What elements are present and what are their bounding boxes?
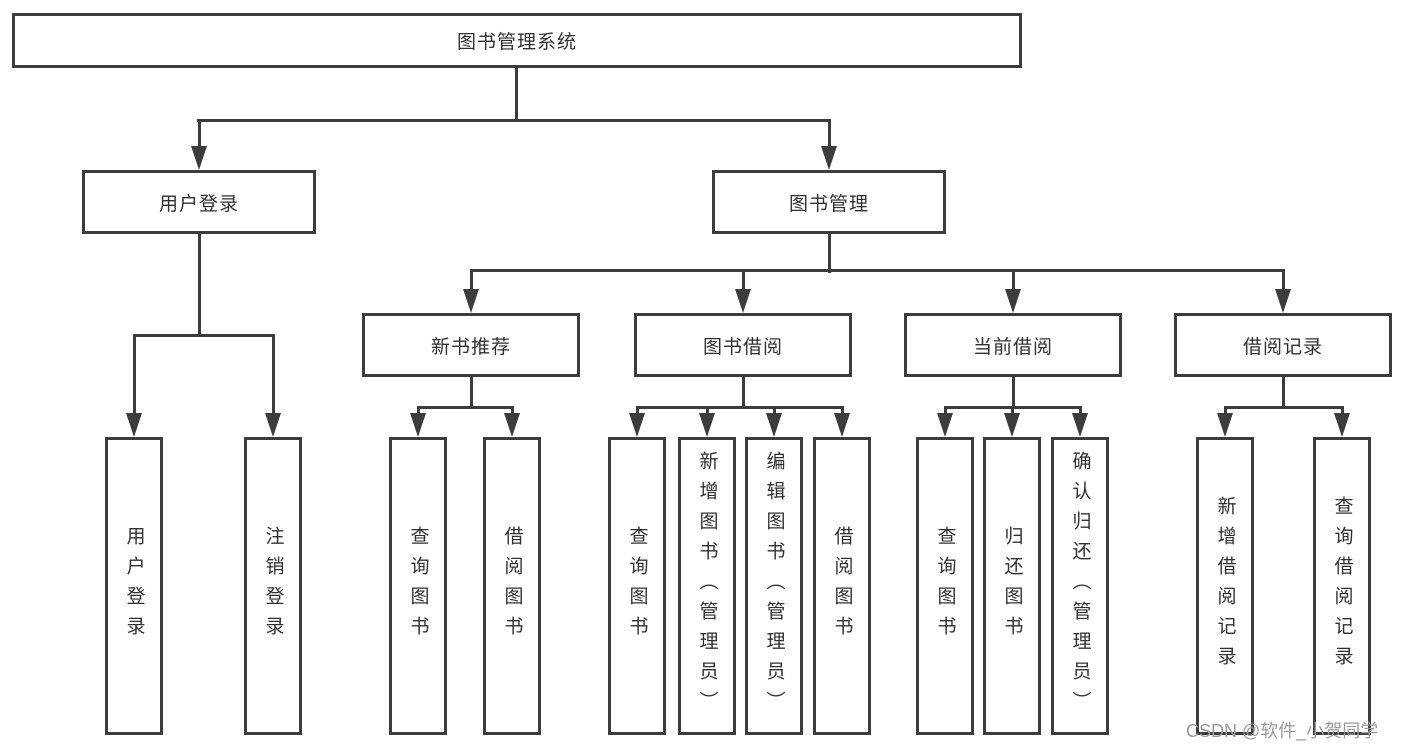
leaf-query-books: 查询图书 — [608, 437, 666, 735]
connector-vline — [1282, 377, 1285, 408]
connector-vline — [470, 377, 473, 408]
arrow-down-icon — [191, 146, 207, 170]
connector-vline — [1341, 406, 1344, 418]
connector-hline — [133, 334, 275, 337]
connector-vline — [198, 233, 201, 337]
connector-vline — [133, 334, 136, 416]
node-label: 借阅记录 — [1242, 336, 1323, 358]
arrow-down-icon — [1072, 413, 1088, 437]
node-label: 图书管理系统 — [456, 32, 577, 53]
leaf-label: 查询图书 — [934, 526, 956, 646]
arrow-down-icon — [1217, 413, 1233, 437]
connector-vline — [1012, 269, 1015, 293]
connector-hline — [470, 269, 1284, 272]
node-new-book-recommend: 新书推荐 — [362, 313, 580, 377]
connector-vline — [1012, 377, 1015, 408]
node-borrow-records: 借阅记录 — [1174, 313, 1392, 377]
arrow-down-icon — [265, 413, 281, 437]
connector-vline — [828, 119, 831, 149]
leaf-label: 借阅图书 — [501, 526, 523, 646]
leaf-label: 注销登录 — [262, 526, 284, 646]
leaf-label: 借阅图书 — [831, 526, 853, 646]
leaf-edit-books-admin: 编辑图书（管理员） — [745, 437, 803, 735]
node-library-management-system: 图书管理系统 — [12, 13, 1022, 68]
connector-hline — [417, 406, 513, 409]
connector-vline — [773, 406, 776, 418]
connector-vline — [1079, 406, 1082, 418]
arrow-down-icon — [410, 413, 426, 437]
node-label: 用户登录 — [158, 193, 239, 215]
connector-vline — [1011, 406, 1014, 418]
node-current-borrow: 当前借阅 — [904, 313, 1122, 377]
arrow-down-icon — [1004, 413, 1020, 437]
connector-vline — [515, 68, 518, 122]
csdn-watermark: CSDN @软件_小贺同学 — [1186, 721, 1379, 741]
arrow-down-icon — [1334, 413, 1350, 437]
connector-vline — [1282, 269, 1285, 293]
connector-vline — [706, 406, 709, 418]
node-label: 图书管理 — [788, 193, 869, 215]
arrow-down-icon — [937, 413, 953, 437]
arrow-down-icon — [735, 289, 751, 313]
connector-vline — [470, 269, 473, 293]
node-book-borrow: 图书借阅 — [634, 313, 852, 377]
arrow-down-icon — [821, 146, 837, 170]
node-label: 当前借阅 — [972, 336, 1053, 358]
node-user-login: 用户登录 — [82, 170, 316, 234]
arrow-down-icon — [126, 413, 142, 437]
connector-vline — [944, 406, 947, 418]
node-label: 图书借阅 — [702, 336, 783, 358]
leaf-query-books-recommend: 查询图书 — [389, 437, 447, 735]
arrow-down-icon — [504, 413, 520, 437]
leaf-label: 确认归还（管理员） — [1069, 451, 1091, 721]
leaf-logout: 注销登录 — [244, 437, 302, 735]
leaf-borrow-books: 借阅图书 — [813, 437, 871, 735]
arrow-down-icon — [699, 413, 715, 437]
leaf-label: 新增借阅记录 — [1214, 496, 1236, 676]
leaf-add-borrow-record: 新增借阅记录 — [1196, 437, 1254, 735]
connector-vline — [198, 119, 201, 149]
connector-vline — [1224, 406, 1227, 418]
leaf-add-books-admin: 新增图书（管理员） — [678, 437, 736, 735]
arrow-down-icon — [463, 289, 479, 313]
arrow-down-icon — [629, 413, 645, 437]
connector-vline — [511, 406, 514, 418]
leaf-query-borrow-record: 查询借阅记录 — [1313, 437, 1371, 735]
leaf-label: 归还图书 — [1001, 526, 1023, 646]
leaf-borrow-books-recommend: 借阅图书 — [483, 437, 541, 735]
connector-vline — [742, 377, 745, 408]
leaf-user-login: 用户登录 — [105, 437, 163, 735]
connector-vline — [841, 406, 844, 418]
leaf-label: 查询借阅记录 — [1331, 496, 1353, 676]
connector-hline — [197, 119, 831, 122]
arrow-down-icon — [834, 413, 850, 437]
node-label: 新书推荐 — [430, 336, 511, 358]
connector-hline — [636, 406, 844, 409]
connector-hline — [1224, 406, 1344, 409]
leaf-label: 查询图书 — [407, 526, 429, 646]
leaf-label: 编辑图书（管理员） — [763, 451, 785, 721]
leaf-label: 查询图书 — [626, 526, 648, 646]
connector-vline — [828, 233, 831, 273]
leaf-label: 新增图书（管理员） — [696, 451, 718, 721]
connector-vline — [417, 406, 420, 418]
connector-vline — [272, 334, 275, 416]
arrow-down-icon — [766, 413, 782, 437]
leaf-query-books-current: 查询图书 — [916, 437, 974, 735]
leaf-return-books: 归还图书 — [983, 437, 1041, 735]
leaf-label: 用户登录 — [123, 526, 145, 646]
leaf-confirm-return-admin: 确认归还（管理员） — [1051, 437, 1109, 735]
connector-vline — [636, 406, 639, 418]
arrow-down-icon — [1275, 289, 1291, 313]
connector-vline — [742, 269, 745, 293]
arrow-down-icon — [1005, 289, 1021, 313]
node-book-management: 图书管理 — [712, 170, 946, 234]
